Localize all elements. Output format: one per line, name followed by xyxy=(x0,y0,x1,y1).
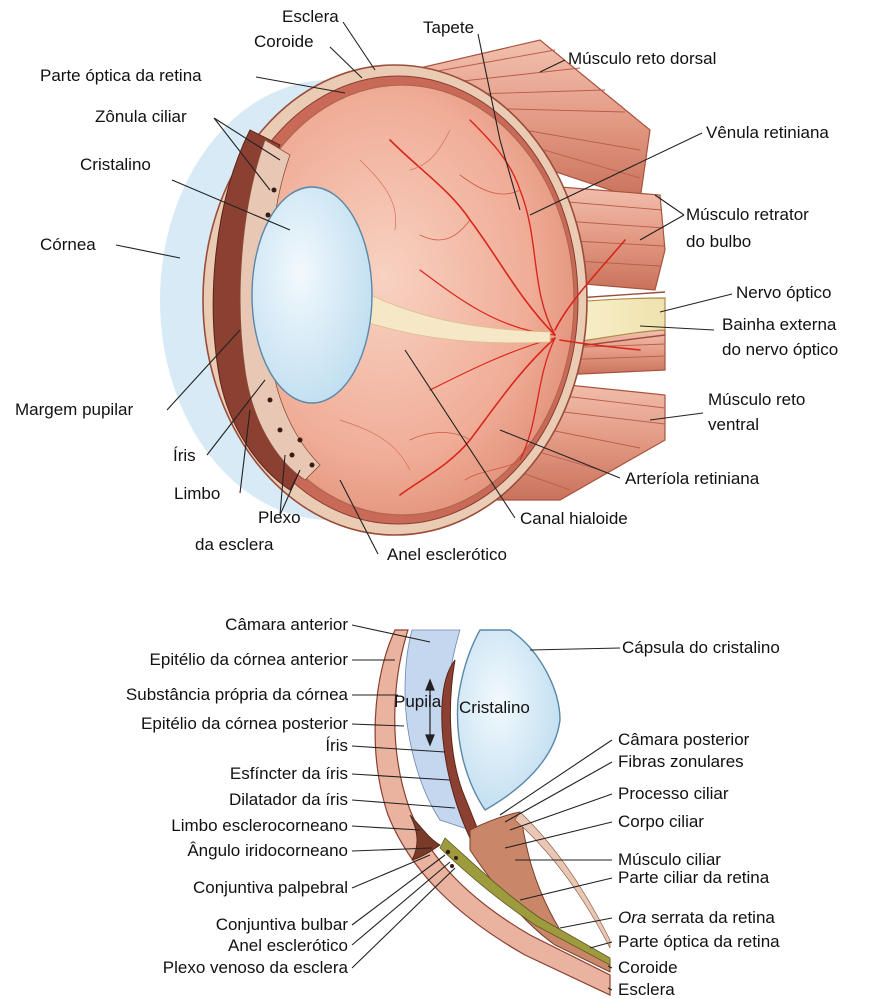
label-parte-optica-retina-bottom: Parte óptica da retina xyxy=(618,932,780,951)
label-parte-ciliar-retina: Parte ciliar da retina xyxy=(618,868,770,887)
label-angulo-iridocorneano: Ângulo iridocorneano xyxy=(187,841,348,860)
label-cristalino: Cristalino xyxy=(80,155,151,174)
label-limbo: Limbo xyxy=(174,484,220,503)
label-ora-italic: Ora xyxy=(618,908,646,927)
label-capsula-cristalino: Cápsula do cristalino xyxy=(622,638,780,657)
label-musculo-ciliar: Músculo ciliar xyxy=(618,850,721,869)
label-fibras-zonulares: Fibras zonulares xyxy=(618,752,744,771)
label-camara-posterior: Câmara posterior xyxy=(618,730,750,749)
label-esclera-bottom: Esclera xyxy=(618,980,675,999)
label-epitelio-cornea-anterior: Epitélio da córnea anterior xyxy=(150,650,349,669)
lens xyxy=(252,187,372,403)
label-pupila: Pupila xyxy=(394,692,442,711)
label-iris-top: Íris xyxy=(173,446,196,465)
label-conjuntiva-bulbar: Conjuntiva bulbar xyxy=(216,915,349,934)
top-eye-diagram: Esclera Coroide Tapete Músculo reto dors… xyxy=(15,7,838,564)
label-limbo-esclerocorneano: Limbo esclerocorneano xyxy=(171,816,348,835)
label-cristalino-bottom: Cristalino xyxy=(459,698,530,717)
label-plexo-2: da esclera xyxy=(195,535,274,554)
label-nervo-optico: Nervo óptico xyxy=(736,283,831,302)
label-arteriola-retiniana: Arteríola retiniana xyxy=(625,469,760,488)
label-cornea: Córnea xyxy=(40,235,96,254)
label-coroide: Coroide xyxy=(254,32,314,51)
lens-bottom xyxy=(457,630,560,810)
label-processo-ciliar: Processo ciliar xyxy=(618,784,729,803)
label-dilatador-iris: Dilatador da íris xyxy=(229,790,348,809)
label-corpo-ciliar: Corpo ciliar xyxy=(618,812,704,831)
label-epitelio-cornea-posterior: Epitélio da córnea posterior xyxy=(141,714,348,733)
label-ora-serrata: Ora serrata da retina xyxy=(618,908,775,927)
bottom-section-diagram: Câmara anterior Cápsula do cristalino Ep… xyxy=(126,615,780,999)
label-plexo-1: Plexo xyxy=(258,508,301,527)
label-anel-escleroico-top: Anel esclerótico xyxy=(387,545,507,564)
label-coroide-bottom: Coroide xyxy=(618,958,678,977)
label-margem-pupilar: Margem pupilar xyxy=(15,400,133,419)
label-venula-retiniana: Vênula retiniana xyxy=(706,123,829,142)
label-camara-anterior: Câmara anterior xyxy=(225,615,348,634)
label-conjuntiva-palpebral: Conjuntiva palpebral xyxy=(193,878,348,897)
label-iris-bottom: Íris xyxy=(325,736,348,755)
label-canal-hialoide: Canal hialoide xyxy=(520,509,628,528)
label-zonula-ciliar: Zônula ciliar xyxy=(95,107,187,126)
label-anel-escleroico-bottom: Anel esclerótico xyxy=(228,936,348,955)
label-musculo-reto-ventral-2: ventral xyxy=(708,415,759,434)
label-musculo-reto-ventral-1: Músculo reto xyxy=(708,390,805,409)
label-substancia-propria: Substância própria da córnea xyxy=(126,685,349,704)
label-musculo-retrator-2: do bulbo xyxy=(686,232,751,251)
label-musculo-reto-dorsal: Músculo reto dorsal xyxy=(568,49,716,68)
label-bainha-1: Bainha externa xyxy=(722,315,837,334)
label-plexo-venoso: Plexo venoso da esclera xyxy=(163,958,349,977)
label-musculo-retrator-1: Músculo retrator xyxy=(686,205,809,224)
label-parte-optica-retina: Parte óptica da retina xyxy=(40,66,202,85)
label-bainha-2: do nervo óptico xyxy=(722,340,838,359)
label-esfincter-iris: Esfíncter da íris xyxy=(230,764,348,783)
label-ora-rest: serrata da retina xyxy=(646,908,775,927)
label-esclera: Esclera xyxy=(282,7,339,26)
label-tapete: Tapete xyxy=(423,18,474,37)
